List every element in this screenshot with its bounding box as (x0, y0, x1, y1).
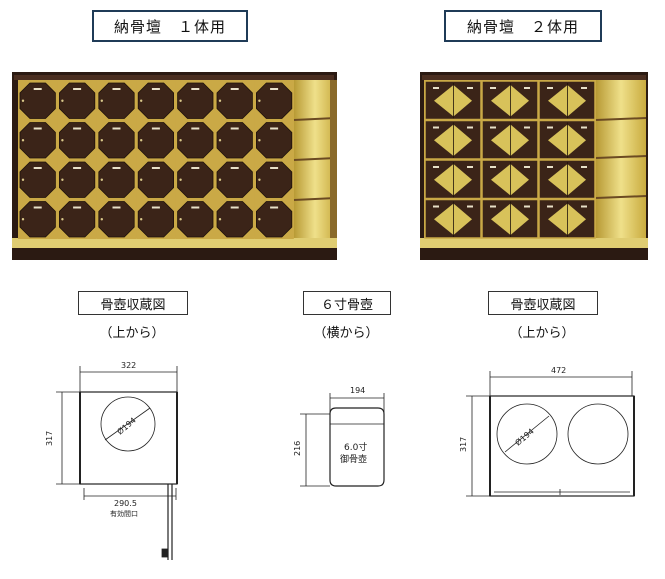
sub-mid-diagram: （横から） (313, 326, 379, 341)
cabinet-single-door (175, 81, 215, 121)
cabinet-single-door (57, 120, 97, 160)
cabinet-single-door (215, 160, 255, 200)
cabinet-double-door (424, 119, 482, 160)
cabinet-single-door (175, 160, 215, 200)
cabinet-double-door (481, 119, 539, 160)
dim-mid-width: 194 (350, 386, 365, 395)
cabinet-single-door (136, 199, 176, 239)
dim-left-opening-label: 有効間口 (110, 509, 138, 518)
cabinet-single-door (96, 199, 137, 239)
sub-right-diagram: （上から） (509, 326, 575, 341)
dim-left-diameter: Ø194 (115, 415, 138, 437)
cabinet-single-door (136, 120, 176, 160)
dim-left-opening: 290.5 (114, 499, 137, 508)
sub-left-diagram: （上から） (99, 326, 165, 341)
cabinet-single-door (57, 160, 97, 200)
title-single: 納骨壇 １体用 (92, 10, 248, 42)
cabinet-double-door (538, 198, 596, 239)
cabinet-double-door (538, 119, 596, 160)
cabinet-single-door (215, 199, 255, 239)
diagram-middle (300, 393, 385, 487)
cabinet-single-door (254, 199, 294, 239)
cabinet-double-door (481, 159, 539, 200)
cabinet-single-door (254, 160, 294, 200)
cabinet-single-door (136, 81, 176, 121)
label-right-diagram: 骨壺収蔵図 (488, 291, 598, 315)
cabinet-single-image (12, 72, 337, 260)
label-mid-diagram: ６寸骨壺 (303, 291, 391, 315)
cabinet-double-door (424, 198, 482, 239)
label-left-diagram: 骨壺収蔵図 (78, 291, 188, 315)
dim-left-depth: 317 (45, 431, 54, 446)
cabinet-single-door (18, 199, 58, 239)
cabinet-double-door (538, 80, 596, 121)
cabinet-single-door (215, 81, 255, 121)
cabinet-single-door (18, 120, 58, 160)
cabinet-single-door (254, 81, 294, 121)
urn-line1: 6.0寸 (344, 441, 367, 453)
cabinet-double-door (538, 159, 596, 200)
cabinet-double-door (481, 80, 539, 121)
cabinet-single-door (96, 160, 137, 200)
cabinet-single-door (57, 199, 97, 239)
cabinet-single-door (215, 120, 255, 160)
cabinet-single-door (57, 81, 97, 121)
dim-left-width: 322 (121, 361, 136, 370)
cabinet-double-door (481, 198, 539, 239)
cabinet-double-door (424, 159, 482, 200)
cabinet-single-door (136, 160, 176, 200)
cabinet-single-door (175, 120, 215, 160)
cabinet-single-door (254, 120, 294, 160)
diagram-left (56, 366, 178, 560)
dim-right-width: 472 (551, 366, 566, 375)
urn-line2: 御骨壺 (340, 453, 367, 465)
dim-right-depth: 317 (459, 437, 468, 452)
dim-mid-height: 216 (293, 441, 302, 456)
diagram-right (466, 371, 635, 497)
title-double: 納骨壇 ２体用 (444, 10, 602, 42)
cabinet-single-door (175, 199, 215, 239)
cabinet-single-door (96, 81, 137, 121)
cabinet-double-door (424, 80, 482, 121)
cabinet-single-door (18, 81, 58, 121)
cabinet-single-door (96, 120, 137, 160)
cabinet-double-image (420, 72, 648, 260)
cabinet-single-door (18, 160, 58, 200)
